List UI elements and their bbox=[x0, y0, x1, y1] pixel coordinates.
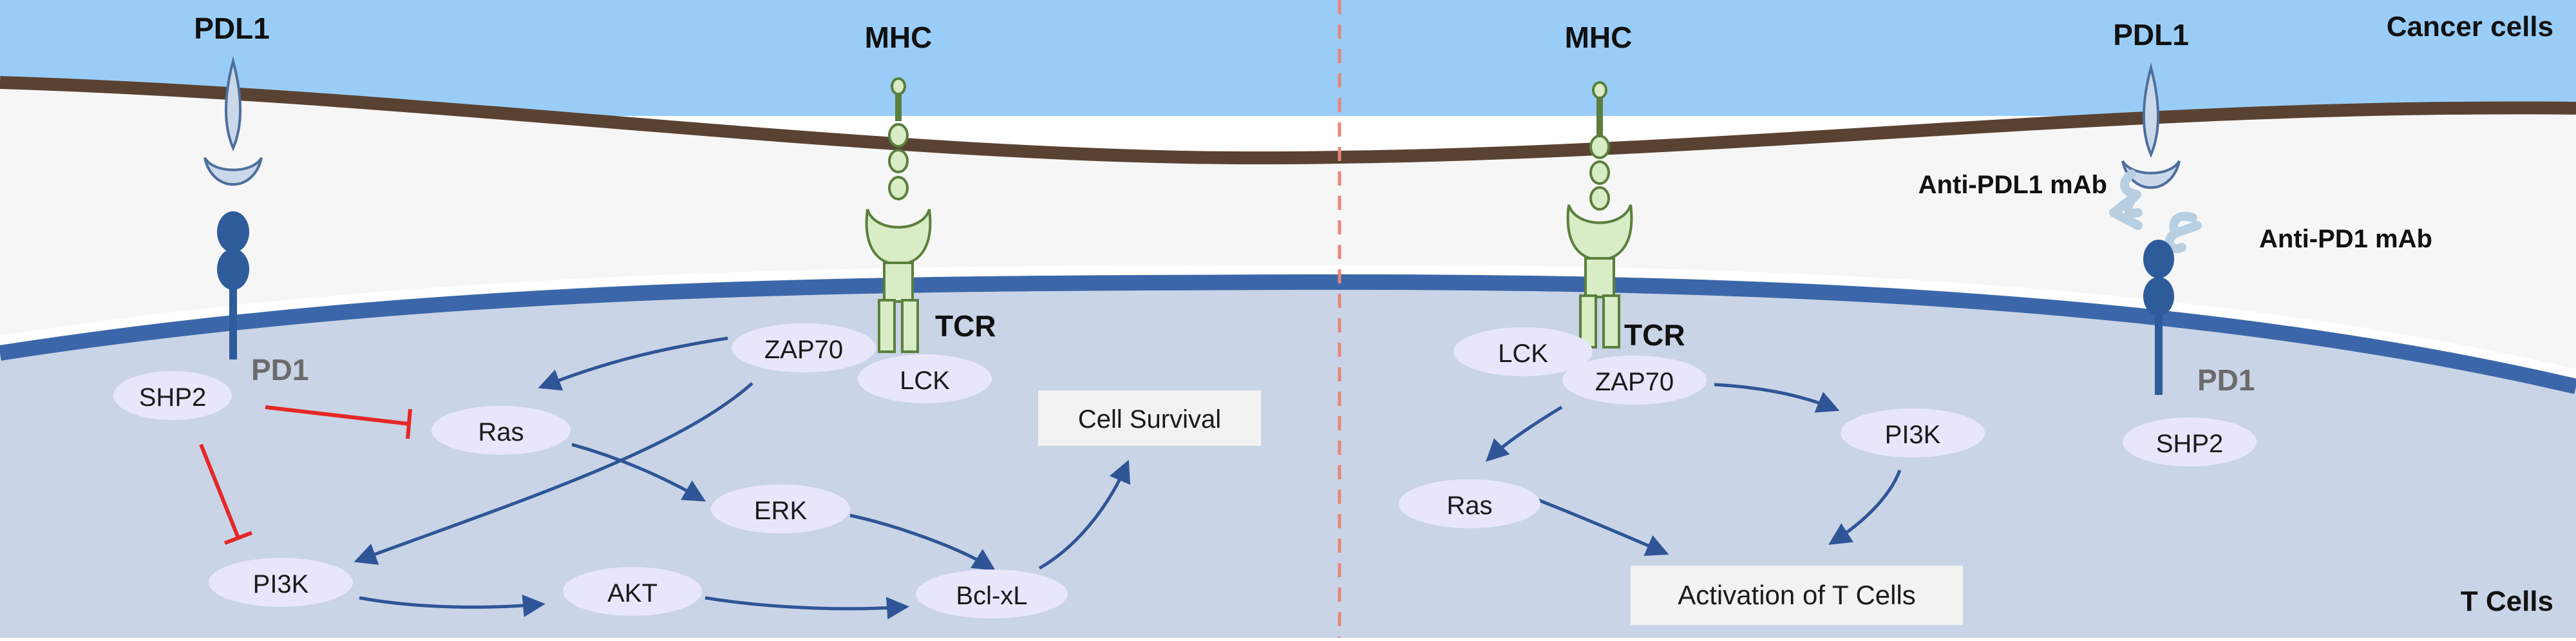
svg-text:LCK: LCK bbox=[900, 367, 950, 395]
left-signal-arrows bbox=[354, 336, 1131, 620]
right-pdl1-receptor bbox=[2121, 62, 2181, 189]
tcell-membrane bbox=[0, 274, 2576, 394]
right-pd1-label: PD1 bbox=[2197, 363, 2255, 397]
arrow-bclxl-to-survival bbox=[1038, 459, 1131, 570]
right-pdl1-label: PDL1 bbox=[2113, 18, 2189, 52]
svg-text:PI3K: PI3K bbox=[1885, 421, 1941, 449]
anti-pd1-antibody bbox=[2164, 211, 2202, 253]
svg-text:ZAP70: ZAP70 bbox=[1595, 368, 1674, 396]
right-pd1-receptor bbox=[2143, 240, 2174, 395]
outcome-cell-survival: Cell Survival bbox=[1038, 390, 1261, 446]
right-mhc-molecule bbox=[1589, 81, 1610, 211]
left-tcr-label: TCR bbox=[935, 309, 996, 343]
arrow-ras-to-activation bbox=[1531, 495, 1669, 556]
node-shp2-right: SHP2 bbox=[2123, 417, 2257, 466]
outcome-activation-of-t-cells: Activation of T Cells bbox=[1631, 566, 1963, 625]
left-pdl1-receptor bbox=[204, 56, 263, 186]
arrow-zap70-to-pi3k-right bbox=[1714, 383, 1840, 413]
node-zap70-right: ZAP70 bbox=[1562, 356, 1707, 405]
svg-text:ZAP70: ZAP70 bbox=[764, 336, 843, 364]
tcell-region bbox=[0, 282, 2576, 638]
svg-text:SHP2: SHP2 bbox=[139, 383, 207, 412]
left-mhc-molecule bbox=[888, 77, 909, 200]
node-akt-left: AKT bbox=[563, 567, 702, 616]
node-pi3k-left: PI3K bbox=[209, 558, 353, 607]
right-signal-arrows bbox=[1485, 383, 1902, 556]
left-pdl1-label: PDL1 bbox=[194, 12, 270, 45]
svg-text:LCK: LCK bbox=[1498, 340, 1548, 368]
arrow-pi3k-to-akt bbox=[359, 595, 545, 617]
arrow-zap70-to-ras-right bbox=[1485, 405, 1563, 462]
right-tcr-label: TCR bbox=[1624, 318, 1685, 352]
node-lck-left: LCK bbox=[858, 354, 992, 403]
tcells-label: T Cells bbox=[2461, 586, 2553, 617]
anti-pd1-label: Anti-PD1 mAb bbox=[2259, 225, 2432, 253]
inhibit-shp2-ras bbox=[265, 405, 410, 426]
anti-pdl1-label: Anti-PDL1 mAb bbox=[1918, 171, 2107, 199]
right-tcr-receptor bbox=[1566, 204, 1633, 349]
arrow-zap70-to-ras bbox=[538, 336, 728, 391]
right-mhc-label: MHC bbox=[1565, 21, 1633, 54]
node-shp2-left: SHP2 bbox=[113, 371, 232, 420]
node-zap70-left: ZAP70 bbox=[732, 323, 876, 372]
svg-text:Ras: Ras bbox=[478, 418, 524, 446]
node-ras-right: Ras bbox=[1399, 479, 1540, 528]
tcell-membrane-highlight bbox=[0, 264, 2576, 378]
node-pi3k-right: PI3K bbox=[1841, 408, 1985, 457]
svg-text:SHP2: SHP2 bbox=[2156, 430, 2224, 458]
anti-pdl1-antibody bbox=[2109, 169, 2143, 230]
node-erk-left: ERK bbox=[711, 484, 850, 533]
left-mhc-label: MHC bbox=[865, 21, 933, 54]
left-pd1-label: PD1 bbox=[251, 353, 308, 387]
node-bclxl-left: Bcl-xL bbox=[916, 569, 1068, 618]
node-ras-left: Ras bbox=[431, 406, 571, 455]
svg-text:Activation of T Cells: Activation of T Cells bbox=[1678, 580, 1916, 610]
svg-text:PI3K: PI3K bbox=[253, 570, 309, 598]
svg-text:Bcl-xL: Bcl-xL bbox=[956, 582, 1027, 610]
arrow-ras-to-erk bbox=[571, 443, 706, 502]
inhibit-shp2-pi3k bbox=[199, 443, 240, 539]
svg-text:Cell Survival: Cell Survival bbox=[1078, 405, 1221, 434]
shp2-inhibition bbox=[199, 405, 412, 545]
node-lck-right: LCK bbox=[1454, 327, 1593, 376]
arrow-zap70-to-pi3k bbox=[354, 382, 753, 565]
arrow-pi3k-to-activation bbox=[1828, 470, 1902, 545]
left-tcr-receptor bbox=[865, 209, 932, 353]
svg-text:AKT: AKT bbox=[607, 579, 658, 608]
arrow-akt-to-bclxl bbox=[705, 596, 909, 620]
svg-text:ERK: ERK bbox=[754, 497, 808, 525]
cancer-cells-label: Cancer cells bbox=[2387, 11, 2553, 43]
svg-text:Ras: Ras bbox=[1446, 492, 1492, 520]
arrow-erk-to-bclxl bbox=[849, 513, 996, 571]
left-pd1-receptor bbox=[217, 211, 249, 359]
